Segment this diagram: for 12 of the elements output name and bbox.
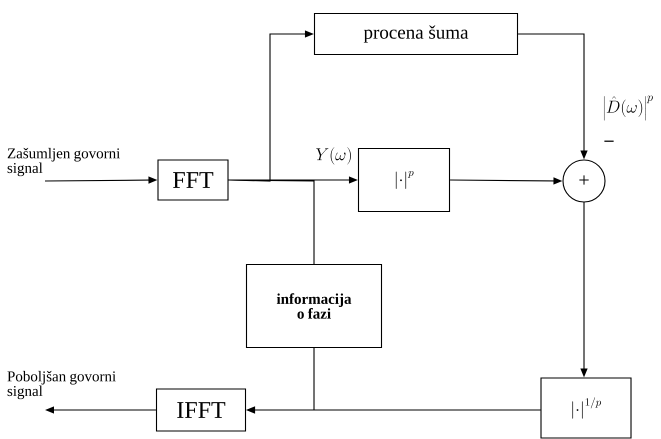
process-box: FFT [157,159,229,201]
process-box: informacija o fazi [246,264,382,348]
edge-label: $Y(\omega)$ [316,147,351,164]
process-box: IFFT [156,388,246,432]
summing-junction: + [562,159,606,203]
input-label: Zašumljen govorni signal [8,148,120,176]
output-label: Poboljšan govorni signal [7,370,116,400]
process-box: $\left|\cdot\right|^{1/p}$ [540,377,632,439]
process-box: procena šuma [314,12,518,56]
edge-label: $\left|\hat{D}(\omega)\right|^{p}$ [604,96,653,120]
process-box: $\left|\cdot\right|^{p}$ [358,148,450,212]
sign-label: – [604,140,614,142]
